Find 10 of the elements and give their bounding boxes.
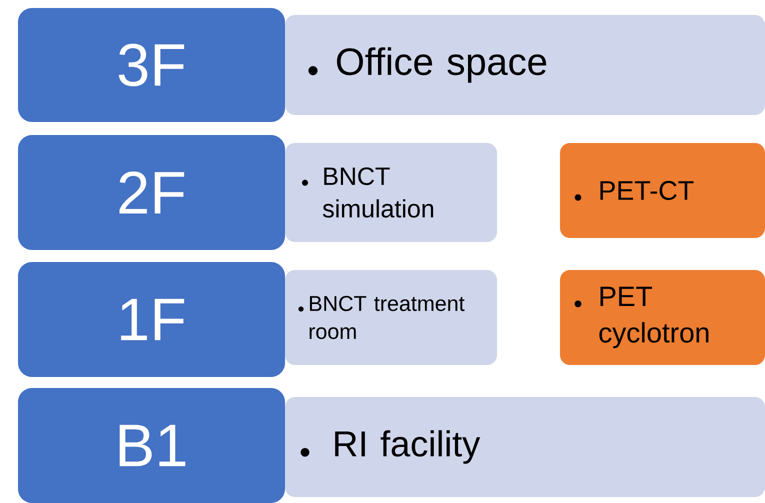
room-box: BNCT treatment room	[285, 270, 497, 365]
room-box: PET-CT	[560, 143, 765, 238]
floor-label-box: B1	[18, 388, 285, 503]
floor-label-box: 3F	[18, 8, 285, 122]
room-box: Office space	[285, 15, 765, 115]
room-box: BNCT simulation	[285, 143, 497, 242]
room-box: RI facility	[285, 397, 765, 497]
floor-label-box: 1F	[18, 262, 285, 377]
room-box: PET cyclotron	[560, 270, 765, 365]
floor-label-box: 2F	[18, 135, 285, 250]
